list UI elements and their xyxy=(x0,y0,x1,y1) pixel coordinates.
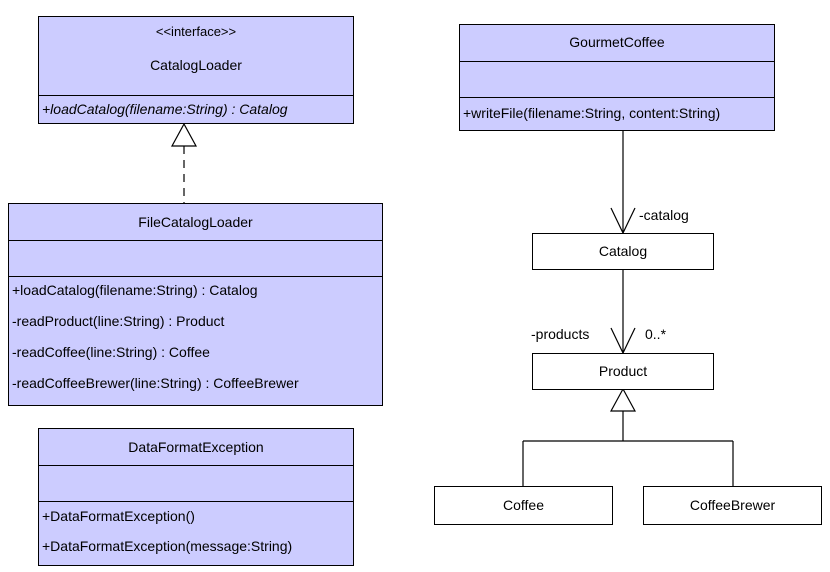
class-coffee-brewer: CoffeeBrewer xyxy=(643,486,822,525)
operation: +DataFormatException(message:String) xyxy=(42,538,293,554)
class-coffee: Coffee xyxy=(434,486,613,525)
class-name-section: GourmetCoffee xyxy=(460,25,774,61)
operation: +loadCatalog(filename:String) : Catalog xyxy=(12,282,258,298)
class-name: GourmetCoffee xyxy=(569,34,665,50)
class-product: Product xyxy=(532,353,714,390)
class-catalog-loader: <<interface>> CatalogLoader +loadCatalog… xyxy=(38,16,354,124)
operations-section: +DataFormatException() +DataFormatExcept… xyxy=(39,501,353,568)
operations-section: +loadCatalog(filename:String) : Catalog … xyxy=(9,276,382,406)
class-name: Product xyxy=(598,363,648,379)
operations-section: +writeFile(filename:String, content:Stri… xyxy=(460,97,774,121)
operation: +writeFile(filename:String, content:Stri… xyxy=(463,105,721,121)
operation: -readCoffeeBrewer(line:String) : CoffeeB… xyxy=(12,375,299,391)
class-name-section: Product xyxy=(533,354,713,379)
class-name: Catalog xyxy=(598,243,648,259)
operation: -readProduct(line:String) : Product xyxy=(12,313,225,329)
attributes-section xyxy=(9,240,382,276)
multiplicity-label-products: 0..* xyxy=(645,326,667,342)
attributes-section xyxy=(39,465,353,501)
class-name-section: Catalog xyxy=(533,234,713,259)
operations-section: +loadCatalog(filename:String) : Catalog xyxy=(39,95,353,124)
class-name-section: <<interface>> CatalogLoader xyxy=(39,17,353,95)
class-name: FileCatalogLoader xyxy=(138,214,253,230)
operation: -readCoffee(line:String) : Coffee xyxy=(12,344,210,360)
class-name-section: DataFormatException xyxy=(39,429,353,465)
operation: +DataFormatException() xyxy=(42,508,195,524)
stereotype-label: <<interface>> xyxy=(155,24,237,39)
attributes-section xyxy=(460,61,774,97)
class-name: CatalogLoader xyxy=(150,57,242,73)
class-file-catalog-loader: FileCatalogLoader +loadCatalog(filename:… xyxy=(8,203,383,406)
realization-arrowhead xyxy=(170,122,198,147)
class-catalog: Catalog xyxy=(532,233,714,270)
class-name: Coffee xyxy=(503,497,544,513)
role-label-catalog: -catalog xyxy=(639,207,689,223)
class-name-section: FileCatalogLoader xyxy=(9,204,382,240)
class-data-format-exception: DataFormatException +DataFormatException… xyxy=(38,428,354,566)
class-name-section: CoffeeBrewer xyxy=(644,487,821,513)
class-name-section: Coffee xyxy=(435,487,612,513)
class-name: DataFormatException xyxy=(128,439,264,455)
class-name: CoffeeBrewer xyxy=(689,497,776,513)
generalization-arrowhead xyxy=(609,387,637,412)
operation: +loadCatalog(filename:String) : Catalog xyxy=(42,101,288,117)
class-gourmet-coffee: GourmetCoffee +writeFile(filename:String… xyxy=(459,24,775,131)
role-label-products: -products xyxy=(531,326,590,342)
